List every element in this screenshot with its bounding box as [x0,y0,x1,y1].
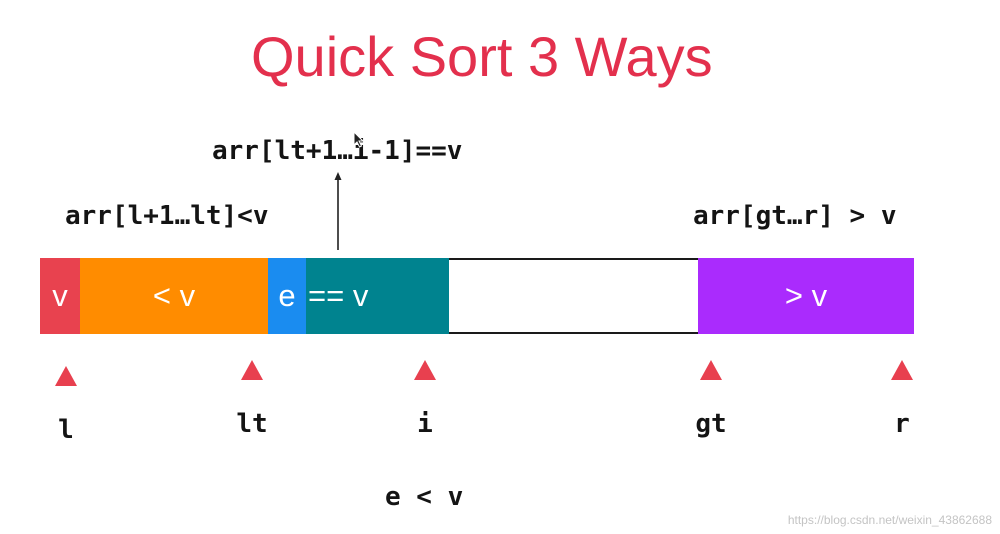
pointer-triangle-icon [414,360,436,380]
segment-pivot-label: v [52,278,68,313]
pointer-l: l [36,366,96,456]
equal-range-annotation: arr[lt+1…i-1]==v [212,136,463,166]
pointer-label: i [417,409,433,439]
segment-equal: == v [306,258,449,334]
segment-equal-label: == v [308,278,369,313]
pointer-gt: gt [681,360,741,450]
segment-greater-than-label: > v [784,278,828,313]
annotation-arrow-icon [334,172,342,250]
pointer-triangle-icon [241,360,263,380]
greater-range-annotation: arr[gt…r] > v [693,201,897,231]
pointer-triangle-icon [700,360,722,380]
segment-pivot: v [40,258,80,334]
watermark: https://blog.csdn.net/weixin_43862688 [787,513,992,527]
pointer-r: r [872,360,932,450]
segment-less-than-label: < v [152,278,196,313]
diagram-title: Quick Sort 3 Ways [251,25,713,88]
segment-less-than: < v [80,258,268,334]
pointer-triangle-icon [891,360,913,380]
pointer-label: r [894,409,910,439]
pointer-label: l [58,415,74,445]
pointer-i: i [395,360,455,450]
less-range-annotation: arr[l+1…lt]<v [65,201,269,231]
segment-current-element-label: e [278,278,296,313]
segment-unprocessed [449,258,698,334]
array-bar: v < v e == v > v [40,258,914,334]
current-element-condition: e < v [385,482,464,512]
cursor-icon [353,131,364,148]
pointer-label: lt [236,409,268,439]
pointer-lt: lt [222,360,282,450]
segment-greater-than: > v [698,258,914,334]
segment-current-element: e [268,258,306,334]
pointer-label: gt [695,409,727,439]
pointer-triangle-icon [55,366,77,386]
